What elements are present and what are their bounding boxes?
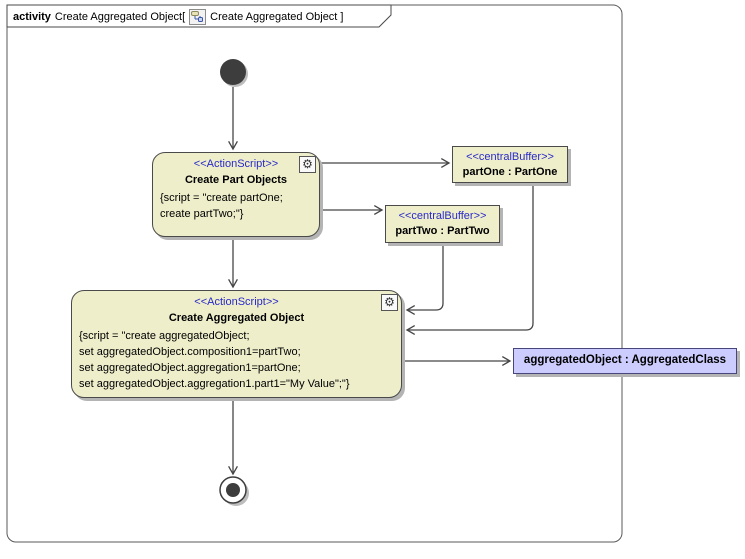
script-line: {script = "create partOne; (160, 192, 283, 204)
activity-diagram-icon (189, 9, 207, 25)
initial-node[interactable] (220, 59, 246, 85)
frame-title: activity Create Aggregated Object[ Creat… (13, 9, 343, 25)
central-buffer-parttwo[interactable]: <<centralBuffer>> partTwo : PartTwo (385, 205, 500, 243)
final-node[interactable] (219, 476, 247, 504)
central-buffer-partone[interactable]: <<centralBuffer>> partOne : PartOne (452, 146, 568, 183)
activity-frame[interactable] (6, 4, 623, 543)
script-line: {script = "create aggregatedObject; (79, 330, 250, 342)
final-node-core (226, 483, 240, 497)
script-body: {script = "create partOne; create partTw… (153, 190, 319, 222)
action-create-aggregated-object[interactable]: <<ActionScript>> Create Aggregated Objec… (71, 290, 402, 398)
action-name: Create Aggregated Object (168, 312, 305, 324)
frame-diagram-ref: Create Aggregated Object ] (210, 10, 344, 23)
stereotype-label: <<ActionScript>> (194, 296, 279, 308)
stereotype-label: <<ActionScript>> (193, 158, 279, 170)
script-line: set aggregatedObject.composition1=partTw… (79, 346, 301, 358)
object-node-aggregated-object[interactable]: aggregatedObject : AggregatedClass (513, 348, 737, 374)
gear-icon[interactable]: ⚙ (299, 156, 316, 173)
script-line: set aggregatedObject.aggregation1.part1=… (79, 378, 350, 390)
initial-node-shadow (222, 61, 248, 87)
stereotype-label: <<centralBuffer>> (466, 151, 554, 163)
gear-icon[interactable]: ⚙ (381, 294, 398, 311)
script-line: create partTwo;"} (160, 208, 244, 220)
action-create-part-objects[interactable]: <<ActionScript>> Create Part Objects {sc… (152, 152, 320, 237)
script-body: {script = "create aggregatedObject; set … (72, 328, 401, 392)
stereotype-label: <<centralBuffer>> (398, 210, 487, 222)
final-node-shadow (223, 480, 249, 506)
script-line: set aggregatedObject.aggregation1=partOn… (79, 362, 301, 374)
action-name: Create Part Objects (184, 174, 288, 186)
buffer-label: partTwo : PartTwo (395, 225, 490, 237)
frame-keyword: activity (13, 10, 51, 23)
buffer-label: partOne : PartOne (462, 166, 558, 178)
frame-name: Create Aggregated Object[ (54, 10, 186, 23)
edge-parttwo-to-create-aggregated[interactable] (405, 244, 444, 315)
object-node-label: aggregatedObject : AggregatedClass (523, 354, 727, 366)
